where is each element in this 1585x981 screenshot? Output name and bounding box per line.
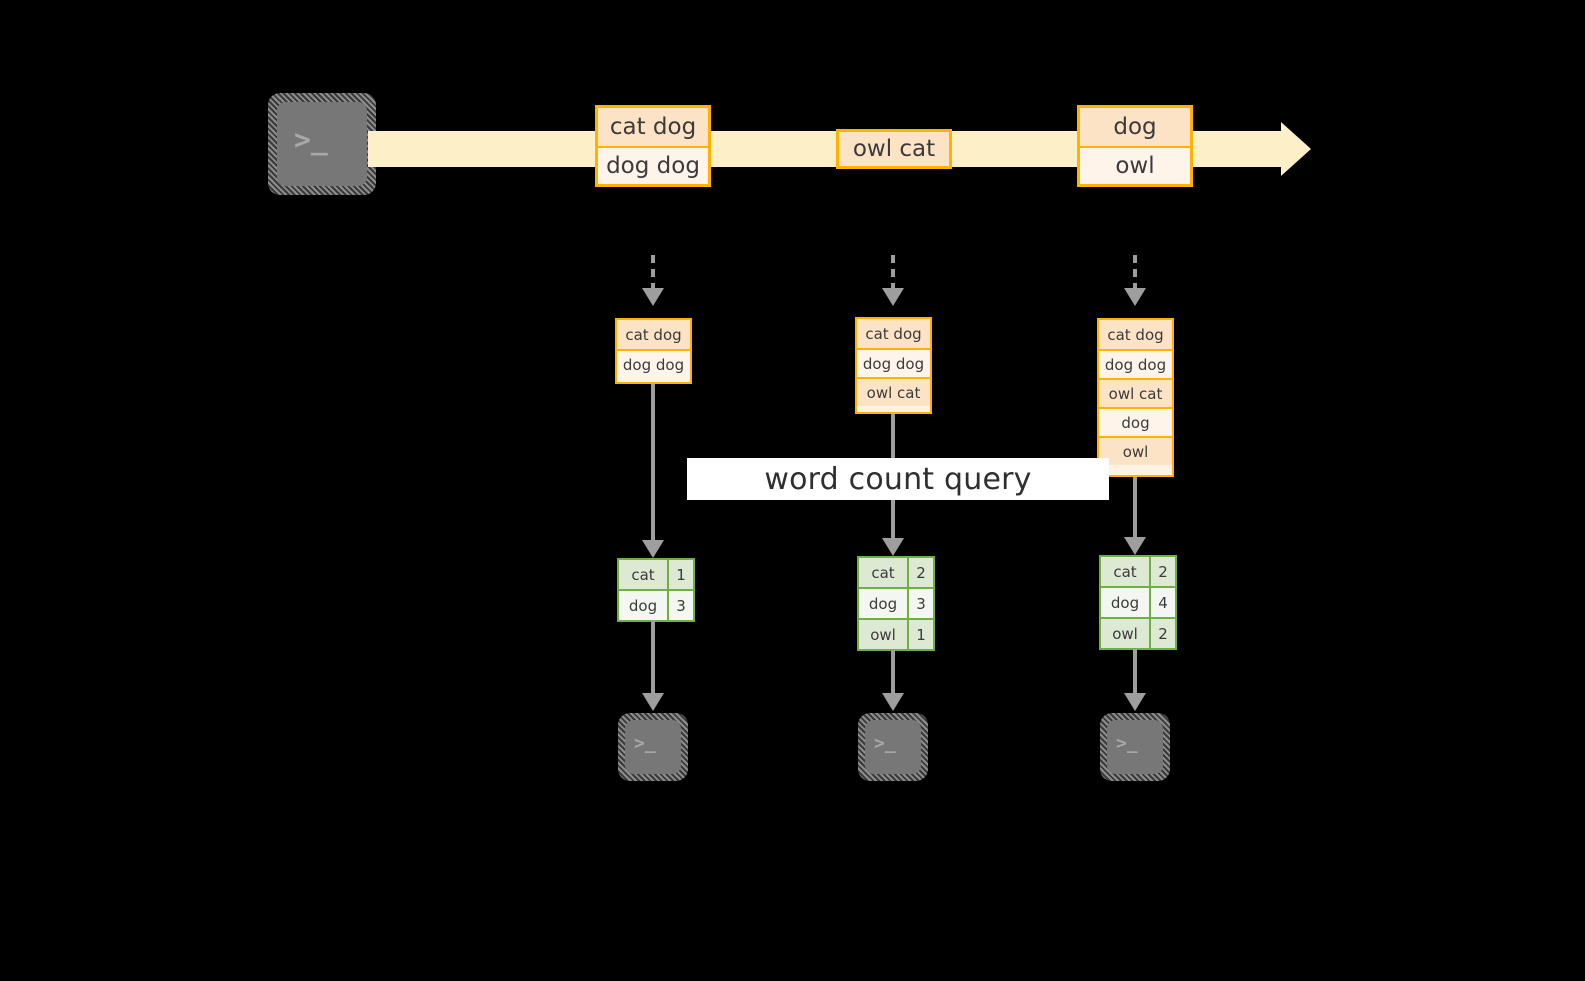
table-row: dog 3 bbox=[859, 587, 933, 618]
table-row: cat 2 bbox=[1101, 557, 1175, 586]
stream-timeline-arrowhead bbox=[1281, 122, 1311, 176]
timeline-batch-2-line-1: owl cat bbox=[839, 132, 949, 166]
snapshot-2-input-box: cat dog dog dog owl cat bbox=[855, 317, 932, 414]
word-count-query-label: word count query bbox=[764, 461, 1032, 497]
timeline-batch-3-line-2: owl bbox=[1080, 146, 1190, 184]
snapshot-1-result-count-1: 1 bbox=[667, 560, 693, 589]
snapshot-3-result-table: cat 2 dog 4 owl 2 bbox=[1099, 555, 1177, 650]
snapshot-1-sink-prompt-glyph: >_ bbox=[634, 733, 656, 754]
source-terminal-icon: >_ bbox=[268, 93, 376, 195]
timeline-batch-3: dog owl bbox=[1077, 105, 1193, 187]
snapshot-3-input-line-5: owl bbox=[1099, 436, 1172, 465]
snapshot-2-result-word-2: dog bbox=[859, 589, 907, 618]
snapshot-3-result-count-3: 2 bbox=[1149, 619, 1175, 648]
snapshot-3-sink-prompt-glyph: >_ bbox=[1116, 733, 1138, 754]
snapshot-3-result-count-1: 2 bbox=[1149, 557, 1175, 586]
timeline-batch-2: owl cat bbox=[836, 129, 952, 169]
table-row: dog 4 bbox=[1101, 586, 1175, 617]
snapshot-2-input-line-3: owl cat bbox=[857, 377, 930, 406]
snapshot-1-query-arrowhead bbox=[642, 540, 664, 558]
snapshot-1-result-word-2: dog bbox=[619, 591, 667, 620]
snapshot-3-input-line-4: dog bbox=[1099, 407, 1172, 436]
snapshot-3-query-line bbox=[1133, 477, 1137, 548]
snapshot-1-input-line-2: dog dog bbox=[617, 349, 690, 378]
table-row: cat 1 bbox=[619, 560, 693, 589]
snapshot-2-sink-terminal-icon: >_ bbox=[858, 713, 928, 781]
table-row: owl 1 bbox=[859, 618, 933, 649]
snapshot-3-tap-arrowhead bbox=[1124, 288, 1146, 306]
snapshot-2-sink-arrowhead bbox=[882, 693, 904, 711]
snapshot-2-query-arrowhead bbox=[882, 538, 904, 556]
snapshot-2-input-line-1: cat dog bbox=[857, 319, 930, 348]
snapshot-1-result-count-2: 3 bbox=[667, 591, 693, 620]
snapshot-1-sink-arrowhead bbox=[642, 693, 664, 711]
timeline-batch-1: cat dog dog dog bbox=[595, 105, 711, 187]
snapshot-1-sink-line bbox=[651, 620, 655, 700]
snapshot-3-sink-arrowhead bbox=[1124, 693, 1146, 711]
snapshot-1-input-line-1: cat dog bbox=[617, 320, 690, 349]
snapshot-2-tap-line bbox=[891, 255, 895, 291]
snapshot-2-sink-line bbox=[891, 650, 895, 700]
snapshot-3-result-word-2: dog bbox=[1101, 588, 1149, 617]
snapshot-3-input-line-1: cat dog bbox=[1099, 320, 1172, 349]
snapshot-1-result-word-1: cat bbox=[619, 560, 667, 589]
source-terminal-prompt-glyph: >_ bbox=[294, 123, 328, 156]
snapshot-2-result-count-3: 1 bbox=[907, 620, 933, 649]
snapshot-3-sink-line bbox=[1133, 649, 1137, 700]
snapshot-2-tap-arrowhead bbox=[882, 288, 904, 306]
word-count-query-band: word count query bbox=[687, 458, 1109, 500]
snapshot-1-tap-line bbox=[651, 255, 655, 291]
snapshot-1-tap-arrowhead bbox=[642, 288, 664, 306]
snapshot-3-sink-terminal-icon: >_ bbox=[1100, 713, 1170, 781]
snapshot-3-input-box: cat dog dog dog owl cat dog owl bbox=[1097, 318, 1174, 477]
snapshot-1-sink-terminal-icon: >_ bbox=[618, 713, 688, 781]
table-row: cat 2 bbox=[859, 558, 933, 587]
snapshot-1-result-table: cat 1 dog 3 bbox=[617, 558, 695, 622]
snapshot-2-result-count-2: 3 bbox=[907, 589, 933, 618]
snapshot-3-tap-line bbox=[1133, 255, 1137, 291]
timeline-batch-1-line-2: dog dog bbox=[598, 146, 708, 184]
snapshot-2-result-word-1: cat bbox=[859, 558, 907, 587]
table-row: owl 2 bbox=[1101, 617, 1175, 648]
snapshot-3-query-arrowhead bbox=[1124, 537, 1146, 555]
snapshot-2-result-count-1: 2 bbox=[907, 558, 933, 587]
snapshot-2-result-table: cat 2 dog 3 owl 1 bbox=[857, 556, 935, 651]
snapshot-1-input-box: cat dog dog dog bbox=[615, 318, 692, 384]
table-row: dog 3 bbox=[619, 589, 693, 620]
snapshot-2-sink-prompt-glyph: >_ bbox=[874, 733, 896, 754]
snapshot-2-result-word-3: owl bbox=[859, 620, 907, 649]
snapshot-3-result-count-2: 4 bbox=[1149, 588, 1175, 617]
timeline-batch-1-line-1: cat dog bbox=[598, 108, 708, 146]
snapshot-3-result-word-3: owl bbox=[1101, 619, 1149, 648]
snapshot-3-result-word-1: cat bbox=[1101, 557, 1149, 586]
snapshot-2-input-line-2: dog dog bbox=[857, 348, 930, 377]
snapshot-3-input-line-2: dog dog bbox=[1099, 349, 1172, 378]
snapshot-3-input-line-3: owl cat bbox=[1099, 378, 1172, 407]
timeline-batch-3-line-1: dog bbox=[1080, 108, 1190, 146]
snapshot-1-query-line bbox=[651, 384, 655, 550]
